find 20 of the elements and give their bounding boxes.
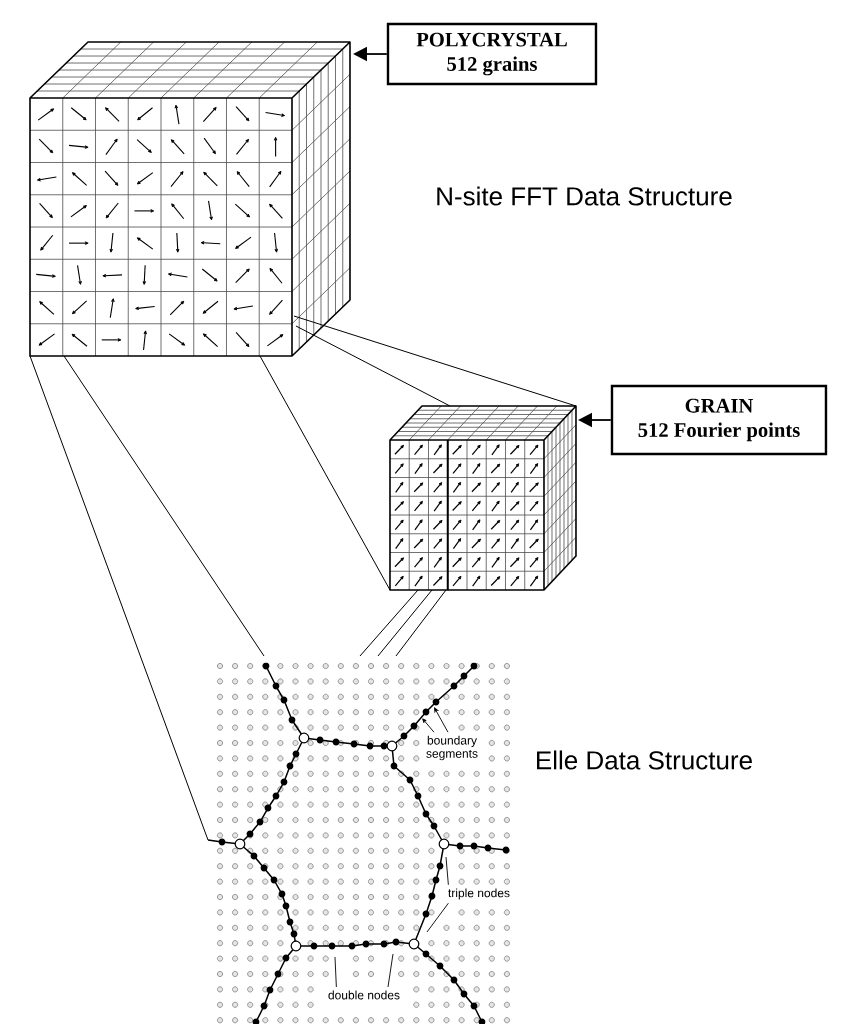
cube-drawing [29, 41, 351, 357]
projection-line [377, 589, 433, 657]
leader-line [445, 856, 449, 886]
projection-line [395, 589, 447, 657]
label-box: GRAIN 512 Fourier points [610, 384, 828, 456]
leader-line [426, 902, 449, 933]
side-label: N-site FFT Data Structure [437, 186, 732, 206]
projection-line [29, 355, 209, 841]
projection-line [293, 315, 577, 407]
projection-line [295, 325, 451, 407]
leader-line [334, 956, 337, 988]
leader-line [434, 707, 449, 733]
projection-line [63, 355, 265, 657]
projection-line [359, 589, 419, 657]
side-label: Elle Data Structure [537, 750, 752, 770]
leader-line [422, 718, 435, 733]
projection-line [259, 355, 391, 591]
cube-drawing [389, 405, 577, 591]
leader-line [387, 953, 394, 988]
label-box: POLYCRYSTAL 512 grains [386, 22, 598, 86]
